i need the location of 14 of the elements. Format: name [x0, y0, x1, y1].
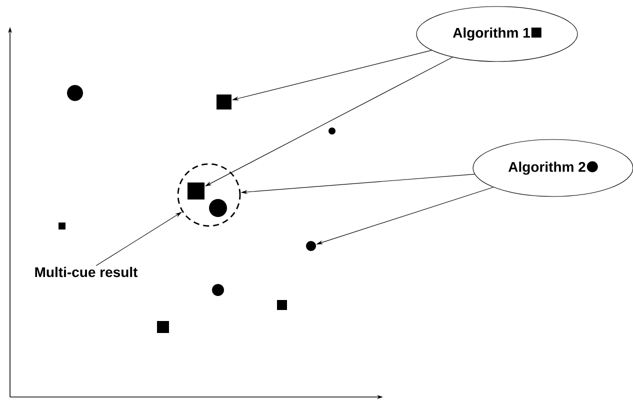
callout-text: Multi-cue result — [35, 266, 138, 278]
ellipse-label: Algorithm 2 — [472, 139, 633, 197]
square-marker — [188, 182, 204, 200]
dot-marker — [212, 284, 224, 296]
dot-marker — [209, 199, 227, 217]
square-marker — [216, 94, 232, 110]
square-marker — [58, 222, 66, 230]
square-marker — [277, 300, 287, 310]
ellipse-label: Algorithm 1 — [416, 6, 578, 62]
dot-marker — [328, 128, 336, 134]
dot-marker — [306, 241, 316, 251]
highlight-circle — [177, 163, 241, 227]
dot-marker — [67, 85, 83, 101]
square-marker — [157, 321, 169, 333]
